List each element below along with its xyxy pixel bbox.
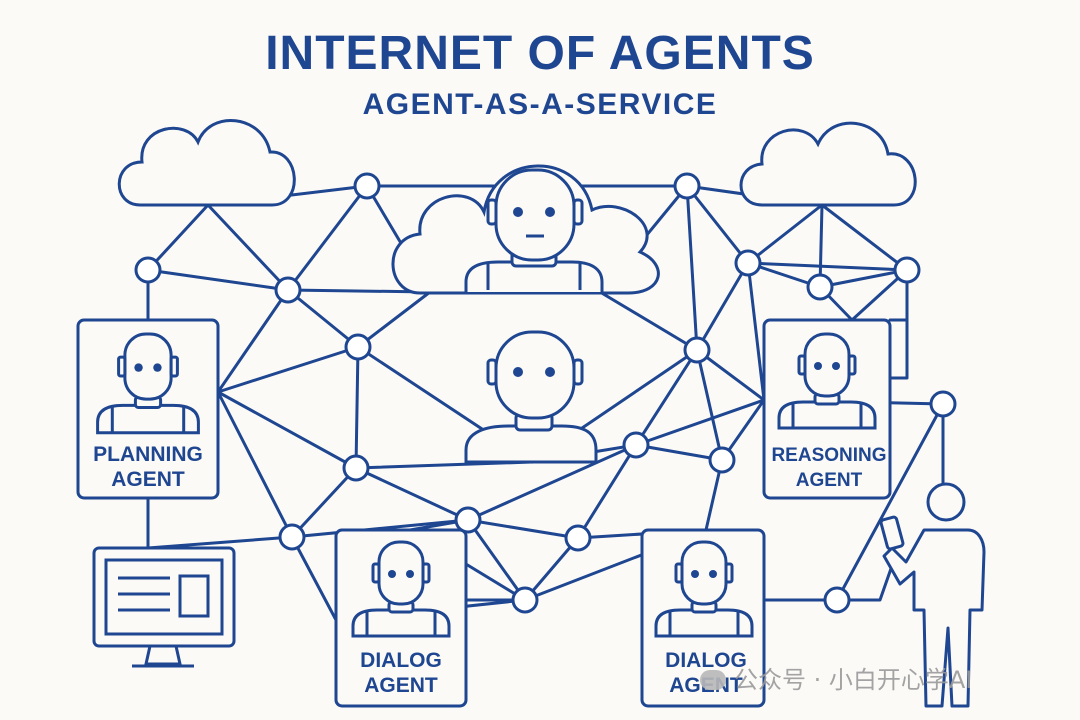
monitor-icon <box>92 546 236 668</box>
network-nodes <box>134 172 957 614</box>
dialog-agent-left-label-line1: DIALOG <box>360 649 442 672</box>
watermark-text: 公众号 · 小白开心学AI <box>734 666 973 694</box>
person-with-phone-icon <box>879 482 986 708</box>
network-edge <box>634 443 724 462</box>
network-edge <box>286 184 369 292</box>
robot-icon-central <box>464 330 598 464</box>
network-edge <box>576 443 638 540</box>
network-edge <box>146 268 290 292</box>
network-edge <box>818 203 824 289</box>
diagram-title: INTERNET OF AGENTS <box>265 27 815 80</box>
network-edge <box>216 390 358 470</box>
diagram-subtitle: AGENT-AS-A-SERVICE <box>362 88 718 121</box>
reasoning-agent-label-line2: AGENT <box>796 470 863 491</box>
wechat-icon <box>700 670 726 690</box>
dialog-agent-left-label-line2: AGENT <box>364 674 438 697</box>
network-edge <box>290 466 358 539</box>
network-edge <box>746 203 824 265</box>
dialog-agent-right-label-line1: DIALOG <box>665 649 747 672</box>
network-edge <box>216 390 294 539</box>
agent-card-planning: PLANNING AGENT <box>76 318 220 500</box>
network-node <box>622 431 650 459</box>
robot-icon-cloud <box>464 168 604 292</box>
network-edge <box>746 261 909 272</box>
network-node <box>929 390 957 418</box>
reasoning-agent-label-line1: REASONING <box>771 445 886 466</box>
agent-card-dialog-right: DIALOG AGENT <box>640 528 766 708</box>
network-edge <box>216 288 290 394</box>
network-edge <box>466 518 580 540</box>
network-edge <box>835 558 896 602</box>
robot-icon <box>351 540 451 638</box>
cloud-icon-right <box>739 121 917 207</box>
watermark: 公众号 · 小白开心学AI <box>700 660 972 695</box>
network-node <box>734 249 762 277</box>
network-node <box>823 586 851 614</box>
network-node <box>134 256 162 284</box>
robot-icon <box>96 332 200 435</box>
network-edge <box>695 261 750 352</box>
network-node <box>893 256 921 284</box>
network-edge <box>523 536 580 602</box>
network-edge <box>216 345 360 394</box>
network-node <box>564 524 592 552</box>
network-edge <box>746 261 766 402</box>
network-edge <box>290 535 338 622</box>
network-edge <box>685 184 750 265</box>
agent-card-dialog-left: DIALOG AGENT <box>334 528 468 708</box>
planning-agent-label-line2: AGENT <box>111 468 185 491</box>
network-edge <box>466 443 638 522</box>
network-edge <box>354 345 360 470</box>
network-node <box>278 523 306 551</box>
network-node <box>274 276 302 304</box>
network-edge <box>286 288 432 294</box>
network-edge <box>820 203 909 272</box>
robot-icon <box>777 332 877 430</box>
cloud-icon-left <box>117 119 296 207</box>
network-node <box>708 446 736 474</box>
agent-card-reasoning: REASONING AGENT <box>762 318 892 500</box>
network-node <box>683 336 711 364</box>
network-edge <box>146 535 294 550</box>
network-edge <box>354 466 470 522</box>
network-node <box>344 333 372 361</box>
network-edge <box>146 203 210 272</box>
network-edge <box>356 290 432 349</box>
network-node <box>454 506 482 534</box>
network-node <box>806 273 834 301</box>
network-edge <box>634 398 766 447</box>
robot-icon <box>654 540 754 638</box>
network-edge <box>206 203 290 292</box>
network-node <box>353 172 381 200</box>
network-node <box>511 586 539 614</box>
network-edge <box>598 290 699 352</box>
network-edge <box>685 184 699 352</box>
network-edge <box>286 288 360 349</box>
network-edge <box>695 348 724 462</box>
network-edge <box>466 518 527 602</box>
network-edge <box>634 348 699 447</box>
network-edge <box>695 348 766 402</box>
planning-agent-label-line1: PLANNING <box>93 443 203 466</box>
network-node <box>342 454 370 482</box>
network-edge <box>888 268 909 380</box>
network-edge <box>835 402 945 602</box>
network-node <box>673 172 701 200</box>
network-edge <box>818 268 909 289</box>
